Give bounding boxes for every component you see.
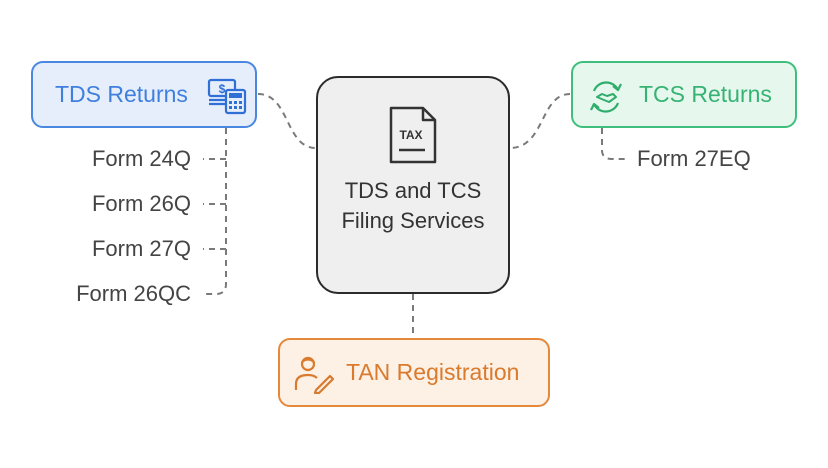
tax-icon-text: TAX <box>399 128 422 142</box>
tds-returns-label: TDS Returns <box>55 81 188 107</box>
tds-form-item: Form 27Q <box>91 236 191 261</box>
tds-form-item: Form 24Q <box>91 146 191 171</box>
center-node: TAX TDS and TCS Filing Services <box>316 76 510 294</box>
tds-form-item: Form 26QC <box>76 281 191 306</box>
center-title: TDS and TCS Filing Services <box>341 178 485 233</box>
tan-registration-label: TAN Registration <box>346 359 520 385</box>
svg-text:$: $ <box>219 82 226 96</box>
cash-calculator-icon: $ <box>207 78 247 115</box>
person-pen-icon <box>294 356 334 394</box>
exchange-handshake-icon <box>590 81 622 113</box>
tan-registration-node: TAN Registration <box>278 338 550 407</box>
tds-form-item: Form 26Q <box>91 191 191 216</box>
tds-returns-node: TDS Returns $ <box>31 61 257 128</box>
tcs-returns-node: TCS Returns <box>571 61 797 128</box>
tcs-form-item: Form 27EQ <box>637 146 751 171</box>
tcs-returns-label: TCS Returns <box>639 81 772 107</box>
tax-document-icon: TAX <box>389 106 437 164</box>
